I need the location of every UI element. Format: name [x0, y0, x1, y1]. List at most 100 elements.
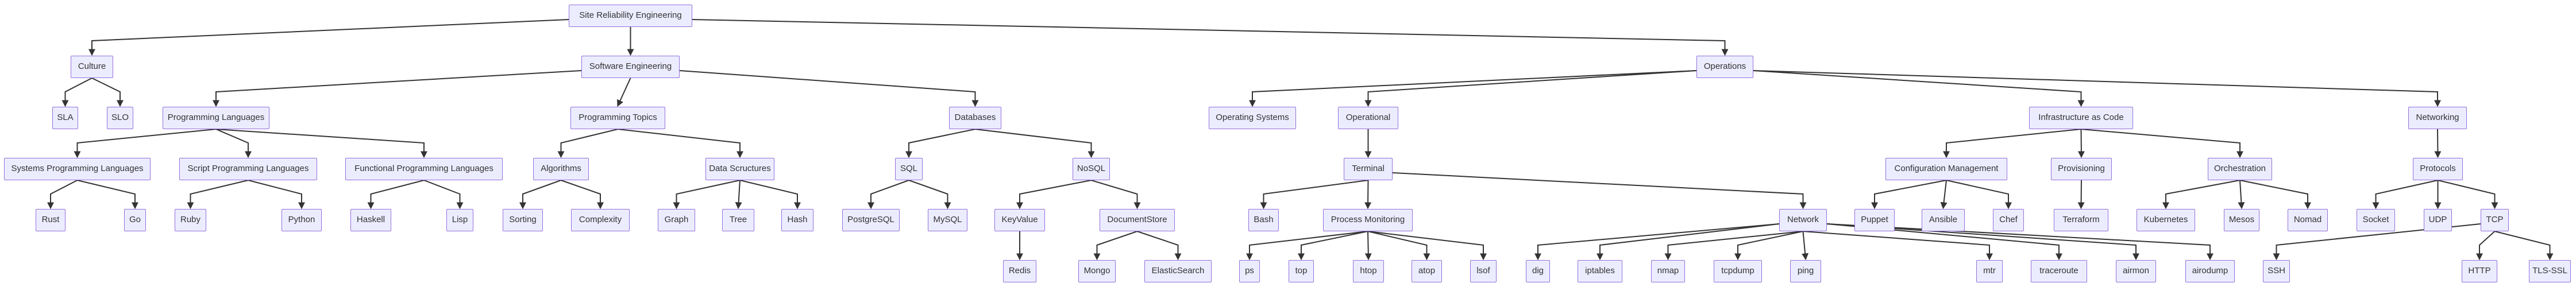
- edge-databases-to-sql: [905, 129, 975, 158]
- node-tls-ssl: TLS-SSL: [2529, 260, 2571, 282]
- edge-systems-pl-to-go: [77, 180, 138, 210]
- edge-software-engineering-to-programming-languages: [213, 70, 582, 107]
- node-iptables: iptables: [1578, 260, 1622, 282]
- edge-protocols-to-tcp: [2438, 180, 2498, 210]
- edge-systems-pl-to-rust: [47, 180, 78, 210]
- node-atop: atop: [1412, 260, 1442, 282]
- node-lsof: lsof: [1470, 260, 1497, 282]
- node-script-pl: Script Programming Languages: [179, 158, 317, 180]
- edge-algorithms-to-sorting: [519, 180, 561, 210]
- edge-data-structures-to-tree: [735, 180, 742, 210]
- edge-tcp-to-tls-ssl: [2494, 231, 2554, 261]
- node-rust: Rust: [36, 209, 65, 231]
- node-postgresql: PostgreSQL: [842, 209, 900, 231]
- node-udp: UDP: [2424, 209, 2452, 231]
- edge-tcp-to-ssh: [2273, 223, 2481, 261]
- edge-network-to-nmap: [1664, 231, 1803, 261]
- edge-infrastructure-as-code-to-configuration-management: [1943, 129, 2081, 158]
- node-programming-topics: Programming Topics: [570, 107, 665, 129]
- node-tcp: TCP: [2481, 209, 2509, 231]
- edge-process-monitoring-to-lsof: [1367, 231, 1487, 261]
- edge-script-pl-to-ruby: [187, 180, 249, 210]
- edge-network-to-traceroute: [1826, 223, 2062, 261]
- node-documentstore: DocumentStore: [1100, 209, 1175, 231]
- edge-configuration-management-to-chef: [1946, 180, 2012, 210]
- node-mysql: MySQL: [928, 209, 967, 231]
- edge-process-monitoring-to-top: [1298, 231, 1368, 261]
- edge-tcp-to-http: [2476, 231, 2496, 261]
- node-ssh: SSH: [2263, 260, 2290, 282]
- node-networking: Networking: [2408, 107, 2467, 129]
- edge-operations-to-infrastructure-as-code: [1753, 70, 2085, 107]
- node-http: HTTP: [2462, 260, 2497, 282]
- edge-functional-pl-to-lisp: [423, 180, 464, 210]
- node-mtr: mtr: [1976, 260, 2003, 282]
- edge-protocols-to-socket: [2372, 180, 2438, 210]
- node-ping: ping: [1790, 260, 1821, 282]
- node-functional-pl: Functional Programming Languages: [345, 158, 503, 180]
- edge-algorithms-to-complexity: [561, 180, 604, 210]
- edge-infrastructure-as-code-to-orchestration: [2081, 129, 2243, 158]
- edge-orchestration-to-mesos: [2238, 180, 2245, 210]
- node-tcpdump: tcpdump: [1714, 260, 1762, 282]
- node-go: Go: [124, 209, 146, 231]
- edge-network-to-dig: [1534, 223, 1780, 261]
- edge-sql-to-mysql: [908, 180, 951, 210]
- edge-culture-to-sla: [61, 77, 92, 107]
- node-software-engineering: Software Engineering: [581, 56, 680, 78]
- node-data-structures: Data Scructures: [705, 158, 774, 180]
- edge-terminal-to-bash: [1260, 180, 1368, 210]
- edge-culture-to-slo: [91, 77, 124, 107]
- node-ansible: Ansible: [1922, 209, 1965, 231]
- edge-data-structures-to-graph: [673, 180, 741, 210]
- node-programming-languages: Programming Languages: [163, 107, 269, 129]
- edge-network-to-mtr: [1803, 231, 1993, 261]
- node-nomad: Nomad: [2288, 209, 2328, 231]
- edge-data-structures-to-hash: [739, 180, 801, 210]
- node-configuration-management: Configuration Management: [1885, 158, 2007, 180]
- node-operations: Operations: [1696, 56, 1753, 78]
- node-airodump: airodump: [2185, 260, 2235, 282]
- node-bash: Bash: [1248, 209, 1279, 231]
- edge-infrastructure-as-code-to-provisioning: [2077, 129, 2085, 158]
- node-haskell: Haskell: [350, 209, 391, 231]
- node-terminal: Terminal: [1344, 158, 1393, 180]
- node-chef: Chef: [1993, 209, 2024, 231]
- edge-network-to-ping: [1802, 231, 1809, 261]
- edge-programming-languages-to-functional-pl: [215, 129, 427, 158]
- node-operational: Operational: [1338, 107, 1398, 129]
- node-airmon: airmon: [2116, 260, 2156, 282]
- node-protocols: Protocols: [2413, 158, 2463, 180]
- edge-sre-to-culture: [88, 19, 569, 56]
- edge-network-to-iptables: [1596, 223, 1780, 261]
- node-orchestration: Orchestration: [2208, 158, 2272, 180]
- node-socket: Socket: [2357, 209, 2395, 231]
- edge-programming-languages-to-systems-pl: [74, 129, 217, 158]
- node-kubernetes: Kubernetes: [2137, 209, 2195, 231]
- node-nosql: NoSQL: [1073, 158, 1110, 180]
- edge-process-monitoring-to-ps: [1246, 231, 1368, 261]
- node-htop: htop: [1353, 260, 1384, 282]
- edge-terminal-to-network: [1392, 172, 1807, 210]
- node-graph: Graph: [658, 209, 695, 231]
- edge-operations-to-operational: [1364, 70, 1697, 107]
- node-sql: SQL: [895, 158, 923, 180]
- node-infrastructure-as-code: Infrastructure as Code: [2029, 107, 2133, 129]
- node-systems-pl: Systems Programming Languages: [4, 158, 151, 180]
- edge-programming-topics-to-algorithms: [557, 129, 618, 158]
- edge-orchestration-to-nomad: [2239, 180, 2311, 210]
- node-ruby: Ruby: [175, 209, 206, 231]
- edge-programming-languages-to-script-pl: [215, 129, 252, 158]
- edge-databases-to-nosql: [975, 129, 1095, 158]
- node-slo: SLO: [107, 107, 133, 129]
- node-databases: Databases: [949, 107, 1001, 129]
- edge-network-to-tcpdump: [1734, 231, 1803, 261]
- node-tree: Tree: [722, 209, 754, 231]
- node-lisp: Lisp: [446, 209, 473, 231]
- node-algorithms: Algorithms: [533, 158, 589, 180]
- edge-programming-topics-to-data-structures: [618, 129, 743, 158]
- node-complexity: Complexity: [571, 209, 630, 231]
- node-elasticsearch: ElasticSearch: [1144, 260, 1212, 282]
